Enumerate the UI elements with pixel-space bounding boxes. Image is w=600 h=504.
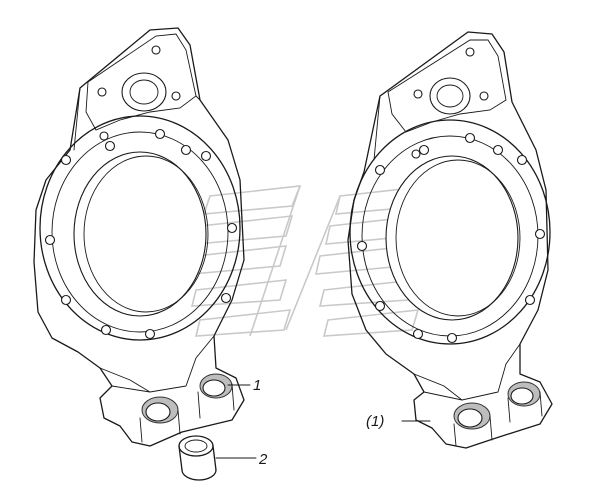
callout-part-1-paren: (1) <box>366 413 384 430</box>
upper-bore <box>121 72 167 112</box>
right-upper-bore <box>429 77 471 115</box>
bushing-part <box>178 435 217 481</box>
main-bore <box>73 151 207 317</box>
right-knuckle-housing <box>347 31 553 449</box>
callout-part-1: 1 <box>253 377 261 394</box>
left-knuckle-housing <box>33 27 245 447</box>
callout-part-2: 2 <box>258 451 268 468</box>
right-main-bore <box>385 155 519 321</box>
